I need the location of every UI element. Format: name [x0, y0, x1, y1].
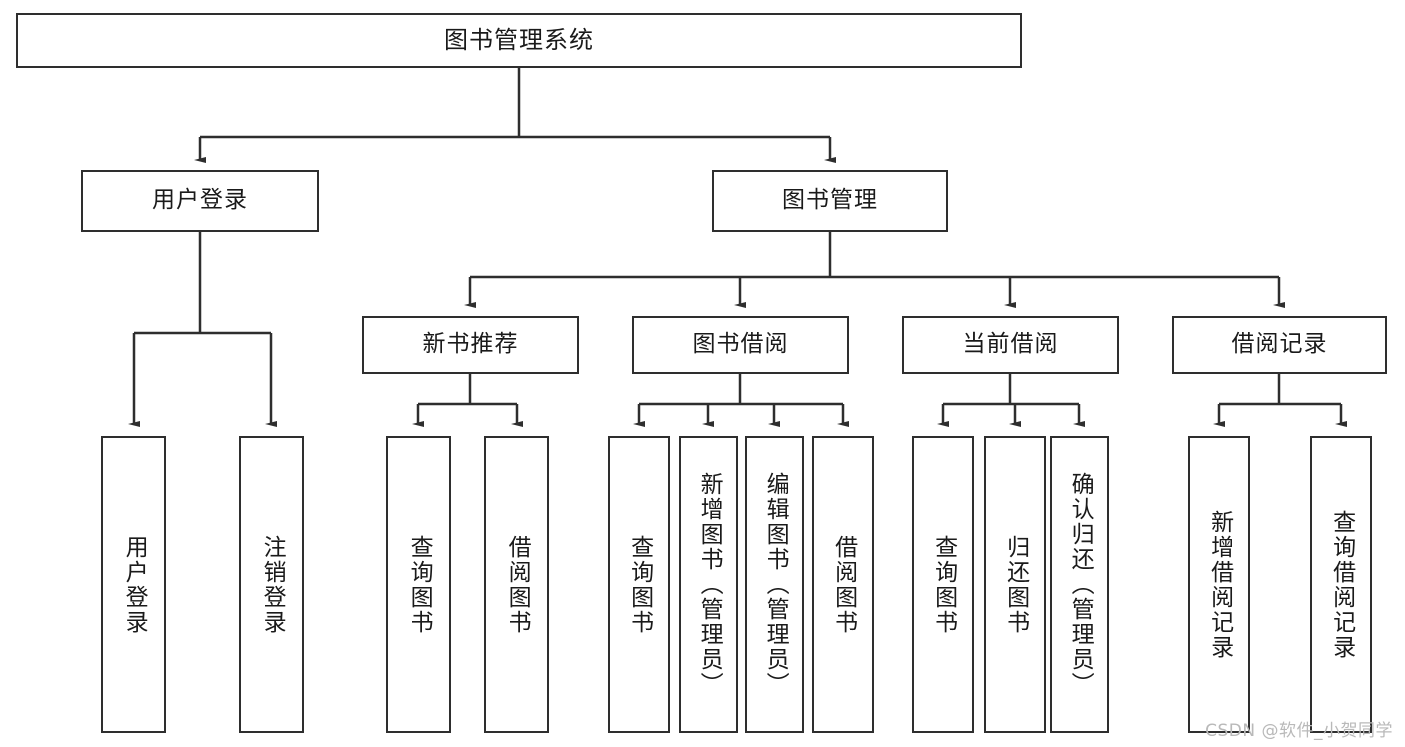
- node-leaf-borrow-book-recommend[interactable]: 借阅图书: [484, 436, 549, 733]
- node-level3-book-borrow[interactable]: 图书借阅: [632, 316, 849, 374]
- node-leaf-label: 查询图书: [930, 534, 957, 635]
- node-leaf-add-borrow-record[interactable]: 新增借阅记录: [1188, 436, 1250, 733]
- node-leaf-label: 查询借阅记录: [1328, 509, 1355, 660]
- node-leaf-label: 借阅图书: [830, 534, 857, 635]
- node-leaf-edit-book-admin[interactable]: 编辑图书（管理员）: [745, 436, 804, 733]
- node-leaf-query-book-borrow[interactable]: 查询图书: [608, 436, 670, 733]
- node-leaf-logout[interactable]: 注销登录: [239, 436, 304, 733]
- node-level2-book-management[interactable]: 图书管理: [712, 170, 948, 232]
- node-leaf-add-book-admin[interactable]: 新增图书（管理员）: [679, 436, 738, 733]
- node-level2-user-login[interactable]: 用户登录: [81, 170, 319, 232]
- node-leaf-label: 用户登录: [121, 534, 148, 635]
- node-leaf-borrow-book[interactable]: 借阅图书: [812, 436, 874, 733]
- node-level3-borrow-record[interactable]: 借阅记录: [1172, 316, 1387, 374]
- node-level3-current-borrow[interactable]: 当前借阅: [902, 316, 1119, 374]
- node-leaf-user-login[interactable]: 用户登录: [101, 436, 166, 733]
- node-leaf-query-borrow-record[interactable]: 查询借阅记录: [1310, 436, 1372, 733]
- node-leaf-label: 确认归还（管理员）: [1067, 472, 1094, 697]
- node-leaf-label: 编辑图书（管理员）: [762, 472, 789, 697]
- node-leaf-label: 新增图书（管理员）: [696, 472, 723, 697]
- node-leaf-return-book[interactable]: 归还图书: [984, 436, 1046, 733]
- node-leaf-query-book-current[interactable]: 查询图书: [912, 436, 974, 733]
- node-leaf-query-book-recommend[interactable]: 查询图书: [386, 436, 451, 733]
- node-leaf-label: 查询图书: [626, 534, 653, 635]
- csdn-watermark: CSDN @软件_小贺同学: [1205, 721, 1393, 741]
- node-leaf-label: 查询图书: [406, 534, 433, 635]
- node-leaf-label: 借阅图书: [504, 534, 531, 635]
- node-leaf-confirm-return-admin[interactable]: 确认归还（管理员）: [1050, 436, 1109, 733]
- node-leaf-label: 新增借阅记录: [1206, 509, 1233, 660]
- node-root[interactable]: 图书管理系统: [16, 13, 1022, 68]
- node-level3-new-book-recommend[interactable]: 新书推荐: [362, 316, 579, 374]
- node-leaf-label: 注销登录: [259, 534, 286, 635]
- node-leaf-label: 归还图书: [1002, 534, 1029, 635]
